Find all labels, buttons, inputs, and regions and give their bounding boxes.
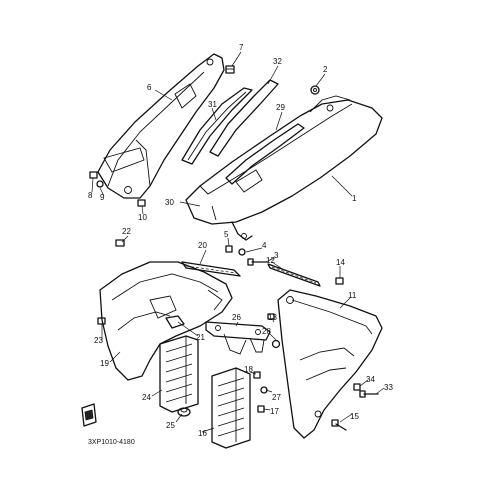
- callout-33: 33: [384, 383, 393, 392]
- callout-23: 23: [94, 336, 103, 345]
- bolt-2: [310, 85, 320, 95]
- callout-labels: 7 32 2 6 31 29 1 30 8 9 10 22 20 5 4 3 1…: [88, 43, 393, 446]
- bolt-22: [115, 239, 125, 247]
- callout-34: 34: [366, 375, 375, 384]
- spacer-28: [271, 339, 281, 349]
- grommet-25: [177, 407, 191, 417]
- callout-32: 32: [273, 57, 282, 66]
- bolt-15: [331, 419, 347, 431]
- bolt-17: [257, 405, 265, 413]
- callout-27: 27: [272, 393, 281, 402]
- grille-24: [159, 335, 199, 413]
- strip-20: [181, 261, 241, 277]
- bolt-7: [225, 65, 235, 74]
- callout-25: 25: [166, 421, 175, 430]
- bolt-13: [267, 313, 275, 320]
- callout-28: 28: [262, 327, 271, 336]
- callout-13: 13: [268, 313, 277, 322]
- callout-21: 21: [196, 333, 205, 342]
- leader-lines: [91, 51, 385, 433]
- callout-30: 30: [165, 198, 174, 207]
- caution-label-icon: [81, 403, 97, 427]
- trim-strip-32: [209, 79, 279, 157]
- bolt-5: [225, 245, 233, 253]
- callout-31: 31: [208, 100, 217, 109]
- callout-26: 26: [232, 313, 241, 322]
- grille-16: [211, 367, 251, 449]
- callout-17: 17: [270, 407, 279, 416]
- callout-15: 15: [350, 412, 359, 421]
- bracket-26: [205, 321, 271, 355]
- callout-10: 10: [138, 213, 147, 222]
- strip-12: [267, 263, 321, 287]
- callout-16: 16: [198, 429, 207, 438]
- callout-9: 9: [100, 193, 105, 202]
- callout-8: 8: [88, 191, 93, 200]
- callout-20: 20: [198, 241, 207, 250]
- callout-7: 7: [239, 43, 244, 52]
- callout-5: 5: [224, 230, 229, 239]
- bolt-23: [97, 317, 106, 325]
- left-side-cover: [97, 53, 225, 199]
- diagram-code: 3XP1010-4180: [88, 439, 135, 446]
- callout-12: 12: [266, 256, 275, 265]
- callout-14: 14: [336, 258, 345, 267]
- bolt-14: [335, 277, 344, 285]
- callout-6: 6: [147, 83, 152, 92]
- air-box-cover-right: [277, 289, 383, 439]
- callout-18: 18: [244, 365, 253, 374]
- callout-19: 19: [100, 359, 109, 368]
- right-side-cover: [185, 95, 383, 225]
- bolt-18: [253, 371, 261, 379]
- washer-9: [96, 180, 104, 188]
- bolt-34: [353, 383, 361, 391]
- air-box-cover-left: [99, 261, 233, 381]
- trim-strip-29: [225, 123, 305, 185]
- callout-2: 2: [323, 65, 328, 74]
- trim-strip-31: [181, 87, 253, 165]
- washer-4: [238, 248, 246, 256]
- callout-24: 24: [142, 393, 151, 402]
- bolt-33: [359, 390, 379, 398]
- cover-bracket: [231, 221, 253, 241]
- bolt-8: [89, 171, 98, 179]
- bracket-21: [165, 315, 185, 329]
- callout-4: 4: [262, 241, 267, 250]
- bolt-3: [247, 258, 267, 266]
- callout-22: 22: [122, 227, 131, 236]
- callout-11: 11: [348, 291, 357, 300]
- callout-29: 29: [276, 103, 285, 112]
- callout-1: 1: [352, 194, 357, 203]
- bolt-10: [137, 199, 146, 207]
- callout-3: 3: [274, 251, 279, 260]
